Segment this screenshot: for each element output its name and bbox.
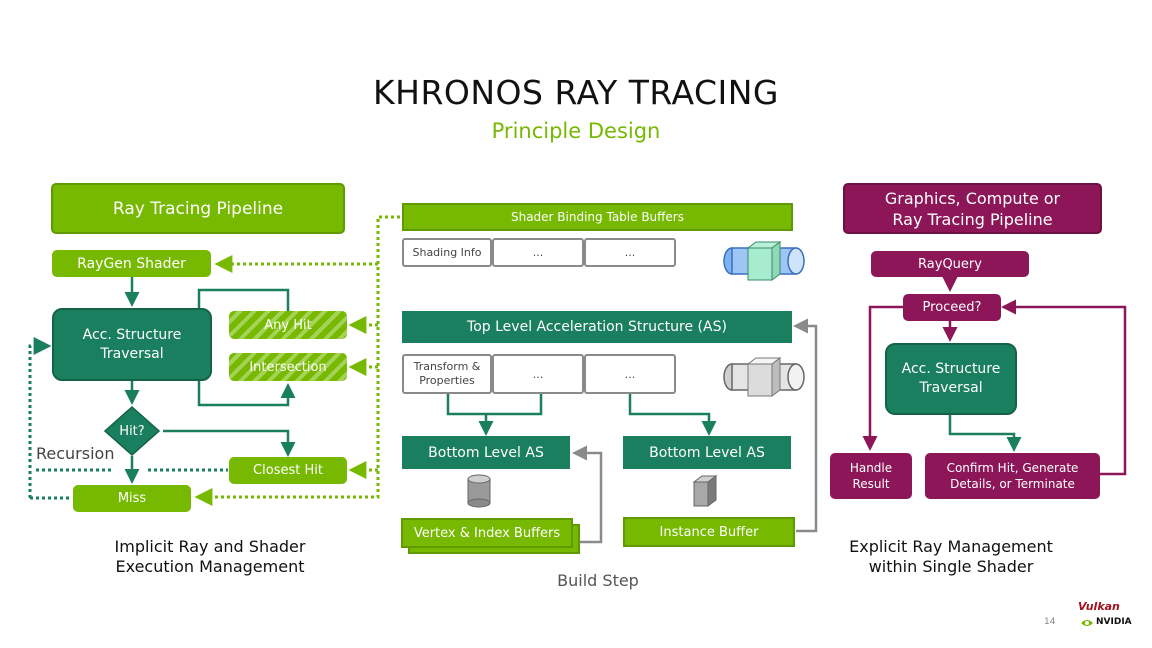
explicit-ray-caption: Explicit Ray Management within Single Sh… — [849, 537, 1053, 576]
acc-structure-traversal-box: Acc. Structure Traversal — [52, 308, 212, 381]
proceed-decision-box: Proceed? — [903, 294, 1001, 321]
hit-decision-diamond: Hit? — [103, 405, 161, 457]
shader-binding-table-header: Shader Binding Table Buffers — [402, 203, 793, 231]
sbt-ellipsis-cell-2: ... — [584, 238, 676, 267]
inline-acc-structure-traversal-box: Acc. Structure Traversal — [885, 343, 1017, 415]
miss-box: Miss — [73, 485, 191, 512]
nvidia-wordmark: NVIDIA — [1096, 617, 1132, 627]
tlas-ellipsis-cell-1: ... — [492, 354, 584, 394]
build-step-caption: Build Step — [557, 570, 639, 590]
confirm-hit-box: Confirm Hit, Generate Details, or Termin… — [925, 453, 1100, 499]
vulkan-logo: Vulkan — [1078, 600, 1120, 613]
intersection-box: Intersection — [229, 353, 347, 381]
slide-title: KHRONOS RAY TRACING — [373, 72, 779, 112]
vertex-index-buffers-box: Vertex & Index Buffers — [401, 518, 573, 548]
sbt-ellipsis-cell-1: ... — [492, 238, 584, 267]
ray-tracing-pipeline-header: Ray Tracing Pipeline — [51, 183, 345, 234]
instance-cube-icon — [692, 475, 718, 507]
transform-properties-cell: Transform & Properties — [402, 354, 492, 394]
hit-decision-label: Hit? — [119, 423, 145, 439]
page-number: 14 — [1044, 617, 1056, 627]
recursion-label: Recursion — [36, 444, 115, 463]
raygen-shader-box: RayGen Shader — [52, 250, 211, 277]
tlas-ellipsis-cell-2: ... — [584, 354, 676, 394]
closest-hit-box: Closest Hit — [229, 457, 347, 484]
slide-subtitle: Principle Design — [491, 119, 661, 143]
bottom-level-as-right: Bottom Level AS — [623, 436, 791, 469]
nvidia-eye-icon — [1081, 620, 1093, 626]
instance-buffer-box: Instance Buffer — [623, 517, 795, 547]
graphics-compute-pipeline-header: Graphics, Compute or Ray Tracing Pipelin… — [843, 183, 1102, 234]
nvidia-logo: NVIDIA — [1080, 615, 1132, 631]
rayquery-box: RayQuery — [871, 251, 1029, 277]
handle-result-box: Handle Result — [830, 453, 912, 499]
shading-info-cell: Shading Info — [402, 238, 492, 267]
implicit-ray-caption: Implicit Ray and Shader Execution Manage… — [114, 537, 306, 576]
top-level-as-header: Top Level Acceleration Structure (AS) — [402, 311, 792, 343]
tlas-buffer-icon — [723, 357, 805, 397]
any-hit-box: Any Hit — [229, 311, 347, 339]
bottom-level-as-left: Bottom Level AS — [402, 436, 570, 469]
sbt-buffer-icon — [723, 241, 805, 281]
geometry-cylinder-icon — [467, 474, 491, 508]
hit-diamond-shape — [103, 405, 161, 457]
